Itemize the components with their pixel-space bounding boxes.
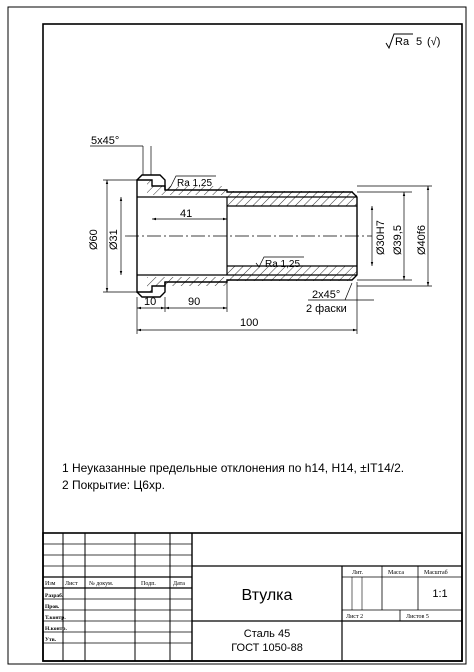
dimensions — [90, 145, 432, 334]
col-header-date: Дата — [173, 581, 185, 587]
dim-d39-5: Ø39,5 — [392, 225, 404, 255]
roughness-value: 5 — [416, 36, 422, 48]
chamfer-left-label: 5x45° — [91, 135, 119, 147]
roughness-prefix: Ra — [395, 36, 410, 48]
material-line-1: Сталь 45 — [244, 628, 290, 640]
note-2: 2 Покрытие: Ц6хр. — [62, 478, 165, 492]
row-label-tkontr: Т.контр. — [45, 615, 66, 621]
sheets-label: Листов 5 — [406, 614, 429, 620]
title-block-text: Изм Лист № докум. Подп. Дата Разраб. Про… — [45, 569, 448, 654]
part-section-view — [125, 174, 372, 298]
dim-10: 10 — [144, 296, 156, 308]
scale-value: 1:1 — [432, 588, 447, 600]
roughness-suffix: (√) — [427, 36, 440, 48]
note-1: 1 Неуказанные предельные отклонения по h… — [62, 461, 404, 475]
dim-d31: Ø31 — [108, 229, 120, 250]
dimension-labels: 5x45° Ra 1,25 Ra 1,25 41 Ø60 Ø31 Ø30H7 Ø… — [88, 135, 428, 329]
row-label-prov: Пров. — [45, 604, 60, 610]
chamfer-right-label: 2x45° — [312, 289, 340, 301]
chamfer-right-count: 2 фаски — [306, 303, 347, 315]
dim-90: 90 — [188, 296, 200, 308]
mass-label: Масса — [388, 570, 404, 576]
dim-41: 41 — [180, 208, 192, 220]
technical-notes: 1 Неуказанные предельные отклонения по h… — [62, 461, 404, 492]
roughness-outer-label: Ra 1,25 — [177, 178, 212, 189]
row-label-razrab: Разраб. — [45, 592, 64, 599]
scale-label: Масштаб — [424, 569, 448, 576]
title-block — [42, 532, 463, 662]
lit-label: Лит. — [352, 570, 363, 576]
col-header-doc: № докум. — [89, 581, 114, 587]
col-header-sign: Подп. — [141, 581, 156, 587]
sheet-label: Лист 2 — [346, 614, 363, 620]
dim-d30h7: Ø30H7 — [375, 220, 387, 255]
outer-frame — [7, 6, 467, 665]
dim-100: 100 — [240, 317, 258, 329]
dim-d60: Ø60 — [88, 229, 100, 250]
material-line-2: ГОСТ 1050-88 — [231, 642, 303, 654]
general-roughness-mark: Ra 5 (√) — [385, 33, 440, 50]
col-header-list: Лист — [65, 581, 78, 587]
roughness-inner-label: Ra 1,25 — [265, 259, 300, 270]
row-label-nkontr: Н.контр. — [45, 626, 67, 632]
part-name: Втулка — [242, 587, 293, 604]
row-label-utv: Утв. — [45, 637, 57, 643]
col-header-izm: Изм — [45, 581, 56, 587]
dim-d40f6: Ø40f6 — [416, 225, 428, 255]
